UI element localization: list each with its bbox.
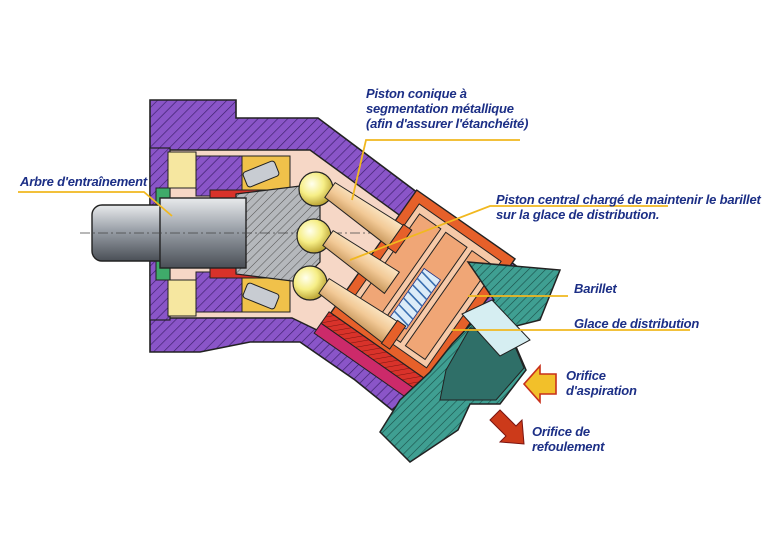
leader-piston-central xyxy=(349,205,668,261)
label-piston-conique-line1: Piston conique à xyxy=(366,86,467,101)
label-glace-distribution: Glace de distribution xyxy=(574,316,699,331)
shaft-section xyxy=(80,151,460,317)
label-piston-central-line2: sur la glace de distribution. xyxy=(496,207,660,222)
label-barillet-text: Barillet xyxy=(574,281,617,296)
label-piston-central: Piston central chargé de maintenir le ba… xyxy=(496,192,761,222)
label-glace-text: Glace de distribution xyxy=(574,316,700,331)
label-aspiration-line1: Orifice xyxy=(566,368,606,383)
label-piston-conique-line2: segmentation métallique xyxy=(366,101,514,116)
label-barillet: Barillet xyxy=(574,281,617,296)
leader-lines xyxy=(18,139,690,331)
label-refoulement-line2: refoulement xyxy=(532,439,605,454)
label-arbre-entrainement: Arbre d'entraînement xyxy=(20,174,147,189)
label-piston-central-line1: Piston central chargé de maintenir le ba… xyxy=(496,192,761,207)
pistons xyxy=(318,181,413,350)
arrow-refoulement xyxy=(489,409,525,445)
label-arbre-text: Arbre d'entraînement xyxy=(20,174,147,189)
leader-piston-conique xyxy=(351,139,520,201)
leader-arbre xyxy=(18,191,173,217)
label-piston-conique: Piston conique à segmentation métallique… xyxy=(366,86,528,131)
piston-balls xyxy=(292,171,334,301)
label-orifice-refoulement: Orifice de refoulement xyxy=(532,424,604,454)
arrow-aspiration xyxy=(522,363,557,405)
label-aspiration-line2: d'aspiration xyxy=(566,383,637,398)
end-cap xyxy=(379,261,562,463)
label-refoulement-line1: Orifice de xyxy=(532,424,590,439)
label-orifice-aspiration: Orifice d'aspiration xyxy=(566,368,637,398)
label-piston-conique-line3: (afin d'assurer l'étanchéité) xyxy=(366,116,529,131)
